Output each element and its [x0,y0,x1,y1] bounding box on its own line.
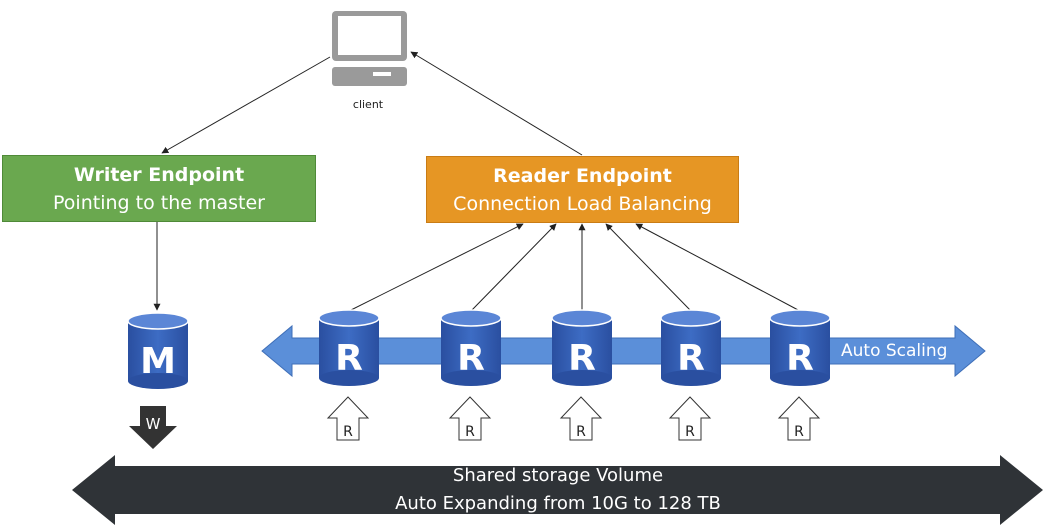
replica-letter: R [335,338,363,379]
reader-endpoint-title: Reader Endpoint [493,164,672,187]
read-arrow-icon: R [326,396,370,441]
writer-endpoint-title: Writer Endpoint [73,163,245,186]
read-arrow-icon: R [777,396,821,441]
reader-to-client-line [410,51,583,156]
replica-letter: R [457,338,485,379]
replica-to-reader-line [635,223,801,312]
read-arrow-icon: R [559,396,603,441]
reader-endpoint-subtitle: Connection Load Balancing [453,192,712,215]
replica-database[interactable]: R [551,309,613,386]
write-arrow-icon: W [129,406,177,449]
replica-database[interactable]: R [440,309,502,386]
writer-endpoint-subtitle: Pointing to the master [53,191,265,214]
replica-letter: R [568,338,596,379]
read-letter: R [794,424,804,440]
read-letter: R [576,424,586,440]
replica-letter: R [786,338,814,379]
replica-database[interactable]: R [660,309,722,386]
desktop-computer-icon[interactable] [332,11,407,86]
read-letter: R [685,424,695,440]
replica-letter: R [677,338,705,379]
read-letter: R [465,424,475,440]
read-arrow-icon: R [668,396,712,441]
writer-endpoint-box[interactable]: Writer Endpoint Pointing to the master [2,155,316,222]
master-letter: M [140,341,176,382]
read-letter: R [343,424,353,440]
replica-to-reader-line [348,223,524,312]
shared-storage-label: Shared storage Volume Auto Expanding fro… [120,459,996,521]
replica-to-reader-line [605,223,692,312]
replica-database[interactable]: R [769,309,831,386]
storage-line-2: Auto Expanding from 10G to 128 TB [395,493,721,514]
auto-scaling-label: Auto Scaling [841,341,948,361]
replica-database[interactable]: R [318,309,380,386]
reader-endpoint-box[interactable]: Reader Endpoint Connection Load Balancin… [426,156,739,223]
shared-storage-arrow [72,455,1043,525]
client-to-writer-line [161,56,331,154]
read-arrow-icon: R [448,396,492,441]
master-database[interactable]: M [127,312,189,389]
write-letter: W [146,415,161,433]
replica-to-reader-line [470,223,557,312]
storage-line-1: Shared storage Volume [452,465,664,486]
client-label: client [352,98,384,111]
